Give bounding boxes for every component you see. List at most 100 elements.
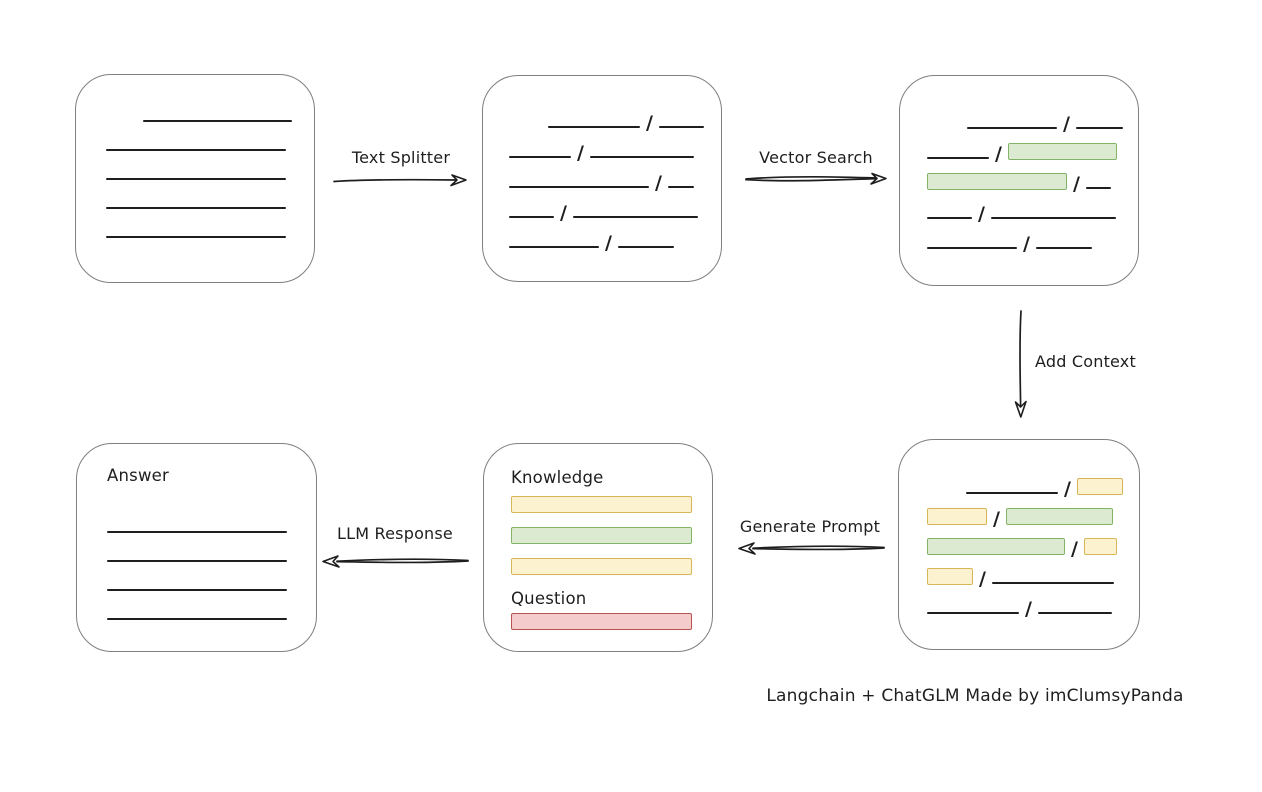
chunk-row: / xyxy=(927,469,1139,499)
text-line xyxy=(572,216,698,218)
chunk-row xyxy=(107,509,316,538)
chunk-row: / xyxy=(927,134,1138,164)
slash-separator: / xyxy=(1063,113,1070,135)
generate-prompt-arrow-icon xyxy=(738,542,885,555)
slash-separator: / xyxy=(1071,538,1078,560)
text-line xyxy=(1035,247,1092,249)
bar-yellow-highlight xyxy=(927,568,973,585)
bar-yellow-highlight xyxy=(927,508,987,525)
text-line xyxy=(106,149,286,151)
chunk-row xyxy=(511,496,712,527)
chunk-row xyxy=(106,127,314,156)
chunk-row xyxy=(106,214,314,243)
text-line xyxy=(990,217,1116,219)
slash-separator: / xyxy=(560,202,567,224)
chunk-row xyxy=(107,567,316,596)
chunk-row xyxy=(511,558,712,589)
chunk-lines: / / / / / xyxy=(509,103,721,253)
bar-green-highlight xyxy=(1005,508,1113,525)
text-line xyxy=(548,126,640,128)
chunk-row xyxy=(107,596,316,625)
llm-response-arrow-icon xyxy=(322,555,469,568)
chunk-row: / xyxy=(927,529,1139,559)
slash-separator: / xyxy=(993,508,1000,530)
attribution-text: Langchain + ChatGLM Made by imClumsyPand… xyxy=(766,686,1184,706)
text-line xyxy=(107,560,287,562)
slash-separator: / xyxy=(995,143,1002,165)
chunk-row xyxy=(511,527,712,558)
indent-spacer xyxy=(927,498,960,499)
chunk-row: / xyxy=(927,499,1139,529)
text-line xyxy=(509,186,649,188)
split-chunks-node: / / / / / xyxy=(482,75,722,282)
text-line xyxy=(509,246,599,248)
slash-separator: / xyxy=(605,232,612,254)
text-line xyxy=(589,156,694,158)
vector-search-arrow-icon xyxy=(745,172,887,185)
chunk-row: / xyxy=(927,224,1138,254)
retrieved-chunk-lines: ///// xyxy=(927,104,1138,254)
answer-label: Answer xyxy=(107,466,169,485)
bar-yellow-highlight xyxy=(1076,478,1123,495)
chunk-row: / xyxy=(927,194,1138,224)
text-splitter-arrow-icon xyxy=(333,174,467,187)
chunk-row xyxy=(511,613,712,644)
bar-yellow-highlight xyxy=(511,496,692,513)
slash-separator: / xyxy=(1025,598,1032,620)
text-line xyxy=(106,178,286,180)
source-document-node xyxy=(75,74,315,283)
text-line xyxy=(658,126,704,128)
chunk-row xyxy=(106,156,314,185)
chunk-row: / xyxy=(927,589,1139,619)
slash-separator: / xyxy=(577,142,584,164)
question-bars xyxy=(511,613,712,644)
generate-prompt-label: Generate Prompt xyxy=(739,517,881,536)
slash-separator: / xyxy=(1073,173,1080,195)
slash-separator: / xyxy=(978,203,985,225)
question-label: Question xyxy=(511,589,587,608)
chunk-row: / xyxy=(509,193,721,223)
chunk-row xyxy=(106,185,314,214)
text-line xyxy=(617,246,674,248)
add-context-label: Add Context xyxy=(1035,352,1136,371)
text-line xyxy=(927,217,972,219)
text-line xyxy=(991,582,1114,584)
add-context-arrow-icon xyxy=(1014,310,1027,418)
bar-green-highlight xyxy=(1007,143,1117,160)
bar-green-highlight xyxy=(511,527,692,544)
chunk-row xyxy=(106,98,314,127)
context-chunks-node: ///// xyxy=(898,439,1140,650)
text-line xyxy=(1037,612,1112,614)
chunk-row: / xyxy=(509,223,721,253)
chunk-row: / xyxy=(927,164,1138,194)
vector-search-label: Vector Search xyxy=(759,148,873,167)
slash-separator: / xyxy=(655,172,662,194)
llm-response-label: LLM Response xyxy=(337,524,453,543)
text-line xyxy=(1085,187,1111,189)
knowledge-label: Knowledge xyxy=(511,468,604,487)
bar-green-highlight xyxy=(927,538,1065,555)
document-lines xyxy=(106,98,314,243)
chunk-row xyxy=(107,538,316,567)
text-splitter-label: Text Splitter xyxy=(351,148,451,167)
prompt-node: Knowledge Question xyxy=(483,443,713,652)
chunk-row: / xyxy=(509,133,721,163)
indent-spacer xyxy=(106,126,137,127)
text-line xyxy=(667,186,694,188)
slash-separator: / xyxy=(646,112,653,134)
text-line xyxy=(927,247,1017,249)
context-chunk-lines: ///// xyxy=(927,469,1139,619)
slash-separator: / xyxy=(1064,478,1071,500)
bar-red-highlight xyxy=(511,613,692,630)
chunk-row: / xyxy=(509,163,721,193)
text-line xyxy=(509,156,571,158)
text-line xyxy=(106,236,286,238)
knowledge-bars xyxy=(511,496,712,589)
text-line xyxy=(927,612,1019,614)
indent-spacer xyxy=(927,133,961,134)
chunk-row: / xyxy=(509,103,721,133)
vector-search-result-node: ///// xyxy=(899,75,1139,286)
text-line xyxy=(106,207,286,209)
bar-green-highlight xyxy=(927,173,1067,190)
